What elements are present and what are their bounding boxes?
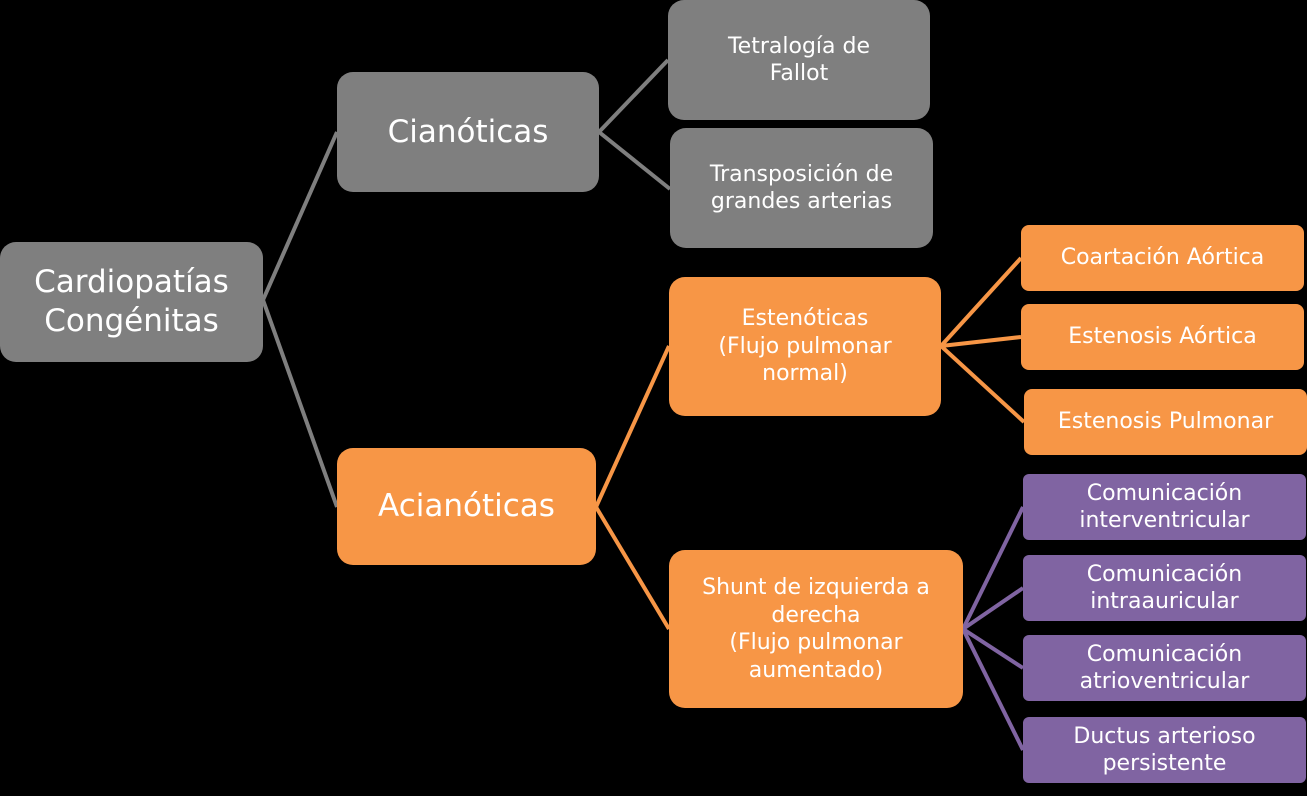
node-root: Cardiopatías Congénitas	[0, 242, 263, 362]
node-ductus-arterioso-persistente: Ductus arterioso persistente	[1023, 717, 1306, 783]
node-comunicacion-interventricular: Comunicación interventricular	[1023, 474, 1306, 540]
link-cianoticas-transposicion	[597, 130, 672, 191]
node-shunt-izq-der: Shunt de izquierda a derecha (Flujo pulm…	[669, 550, 963, 708]
node-comunicacion-atrioventricular: Comunicación atrioventricular	[1023, 635, 1306, 701]
link-shunt-civ	[961, 506, 1025, 630]
link-estenoticas-estenosis-aortica	[940, 335, 1022, 348]
link-acianoticas-estenoticas	[594, 345, 671, 508]
link-root-cianoticas	[261, 131, 339, 301]
node-cianoticas: Cianóticas	[337, 72, 599, 192]
node-tetralogia-fallot: Tetralogía de Fallot	[668, 0, 930, 120]
node-comunicacion-intraauricular: Comunicación intraauricular	[1023, 555, 1306, 621]
node-estenosis-aortica: Estenosis Aórtica	[1021, 304, 1304, 370]
link-root-acianoticas	[261, 299, 339, 508]
link-shunt-cia	[961, 586, 1025, 631]
link-shunt-ductus	[961, 628, 1025, 751]
node-coartacion-aortica: Coartación Aórtica	[1021, 225, 1304, 291]
node-acianoticas: Acianóticas	[337, 448, 596, 565]
node-estenoticas: Estenóticas (Flujo pulmonar normal)	[669, 277, 941, 416]
node-transposicion-grandes-arterias: Transposición de grandes arterias	[670, 128, 933, 248]
node-estenosis-pulmonar: Estenosis Pulmonar	[1024, 389, 1307, 455]
link-cianoticas-fallot	[597, 58, 670, 134]
link-acianoticas-shunt	[594, 505, 671, 631]
link-estenoticas-coartacion	[939, 256, 1023, 348]
link-shunt-cav	[961, 627, 1025, 670]
link-estenoticas-estenosis-pulmonar	[939, 344, 1026, 424]
